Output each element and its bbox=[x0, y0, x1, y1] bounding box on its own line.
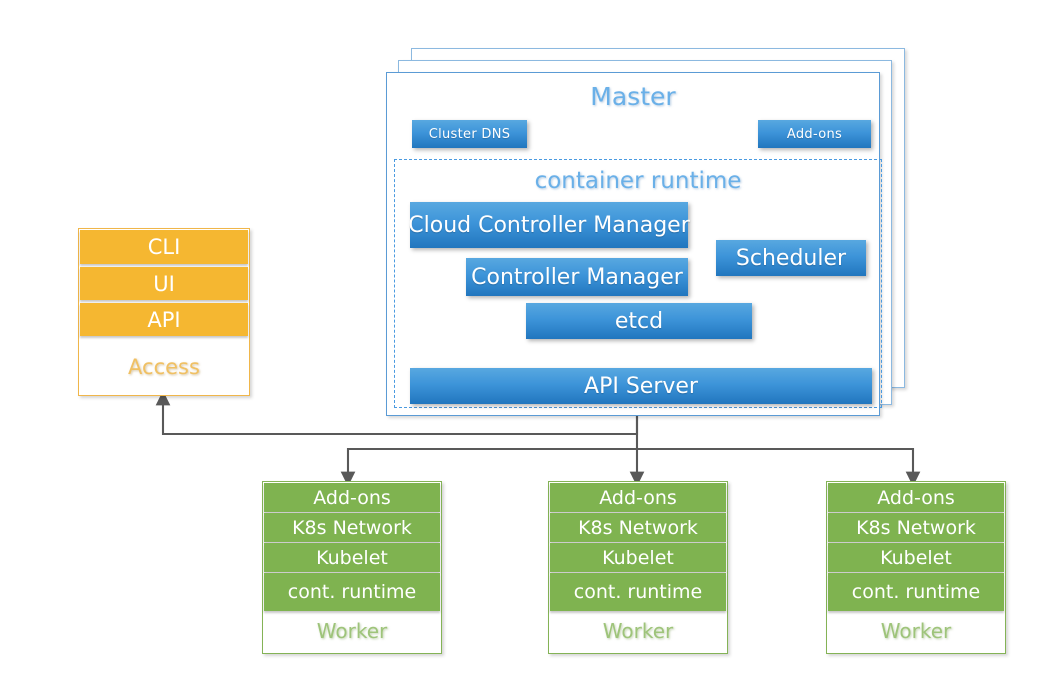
worker-3-row-addons[interactable]: Add-ons bbox=[828, 483, 1004, 512]
access-row-ui[interactable]: UI bbox=[80, 267, 248, 300]
worker-node-3: Add-ons K8s Network Kubelet cont. runtim… bbox=[826, 481, 1006, 654]
worker-1-row-addons[interactable]: Add-ons bbox=[264, 483, 440, 512]
access-row-api[interactable]: API bbox=[80, 303, 248, 336]
etcd-box[interactable]: etcd bbox=[526, 303, 752, 339]
cluster-dns-box[interactable]: Cluster DNS bbox=[412, 120, 527, 148]
wire-bus-right bbox=[637, 447, 921, 487]
container-runtime-box bbox=[394, 159, 882, 408]
worker-2-label: Worker bbox=[602, 619, 674, 643]
wire-bus-left bbox=[340, 447, 637, 487]
access-outer-box: CLI UI API Access bbox=[78, 228, 250, 396]
controller-manager-box[interactable]: Controller Manager bbox=[466, 258, 688, 296]
scheduler-box[interactable]: Scheduler bbox=[716, 240, 866, 276]
worker-3-row-k8s-network[interactable]: K8s Network bbox=[828, 513, 1004, 542]
worker-1-row-kubelet[interactable]: Kubelet bbox=[264, 543, 440, 572]
worker-2-row-addons[interactable]: Add-ons bbox=[550, 483, 726, 512]
worker-1-row-cont-runtime[interactable]: cont. runtime bbox=[264, 573, 440, 611]
worker-3-label: Worker bbox=[880, 619, 952, 643]
worker-2-row-k8s-network[interactable]: K8s Network bbox=[550, 513, 726, 542]
container-runtime-title: container runtime bbox=[534, 168, 742, 194]
access-row-cli[interactable]: CLI bbox=[80, 230, 248, 264]
api-server-box[interactable]: API Server bbox=[410, 368, 872, 404]
worker-node-1: Add-ons K8s Network Kubelet cont. runtim… bbox=[262, 481, 442, 654]
access-label: Access bbox=[128, 355, 200, 379]
worker-3-row-kubelet[interactable]: Kubelet bbox=[828, 543, 1004, 572]
cloud-controller-manager-box[interactable]: Cloud Controller Manager bbox=[408, 202, 690, 248]
worker-3-row-cont-runtime[interactable]: cont. runtime bbox=[828, 573, 1004, 611]
worker-node-2: Add-ons K8s Network Kubelet cont. runtim… bbox=[548, 481, 728, 654]
worker-2-row-kubelet[interactable]: Kubelet bbox=[550, 543, 726, 572]
worker-1-row-k8s-network[interactable]: K8s Network bbox=[264, 513, 440, 542]
worker-2-row-cont-runtime[interactable]: cont. runtime bbox=[550, 573, 726, 611]
worker-1-label: Worker bbox=[316, 619, 388, 643]
master-title: Master bbox=[590, 82, 676, 111]
addons-box[interactable]: Add-ons bbox=[758, 120, 871, 148]
